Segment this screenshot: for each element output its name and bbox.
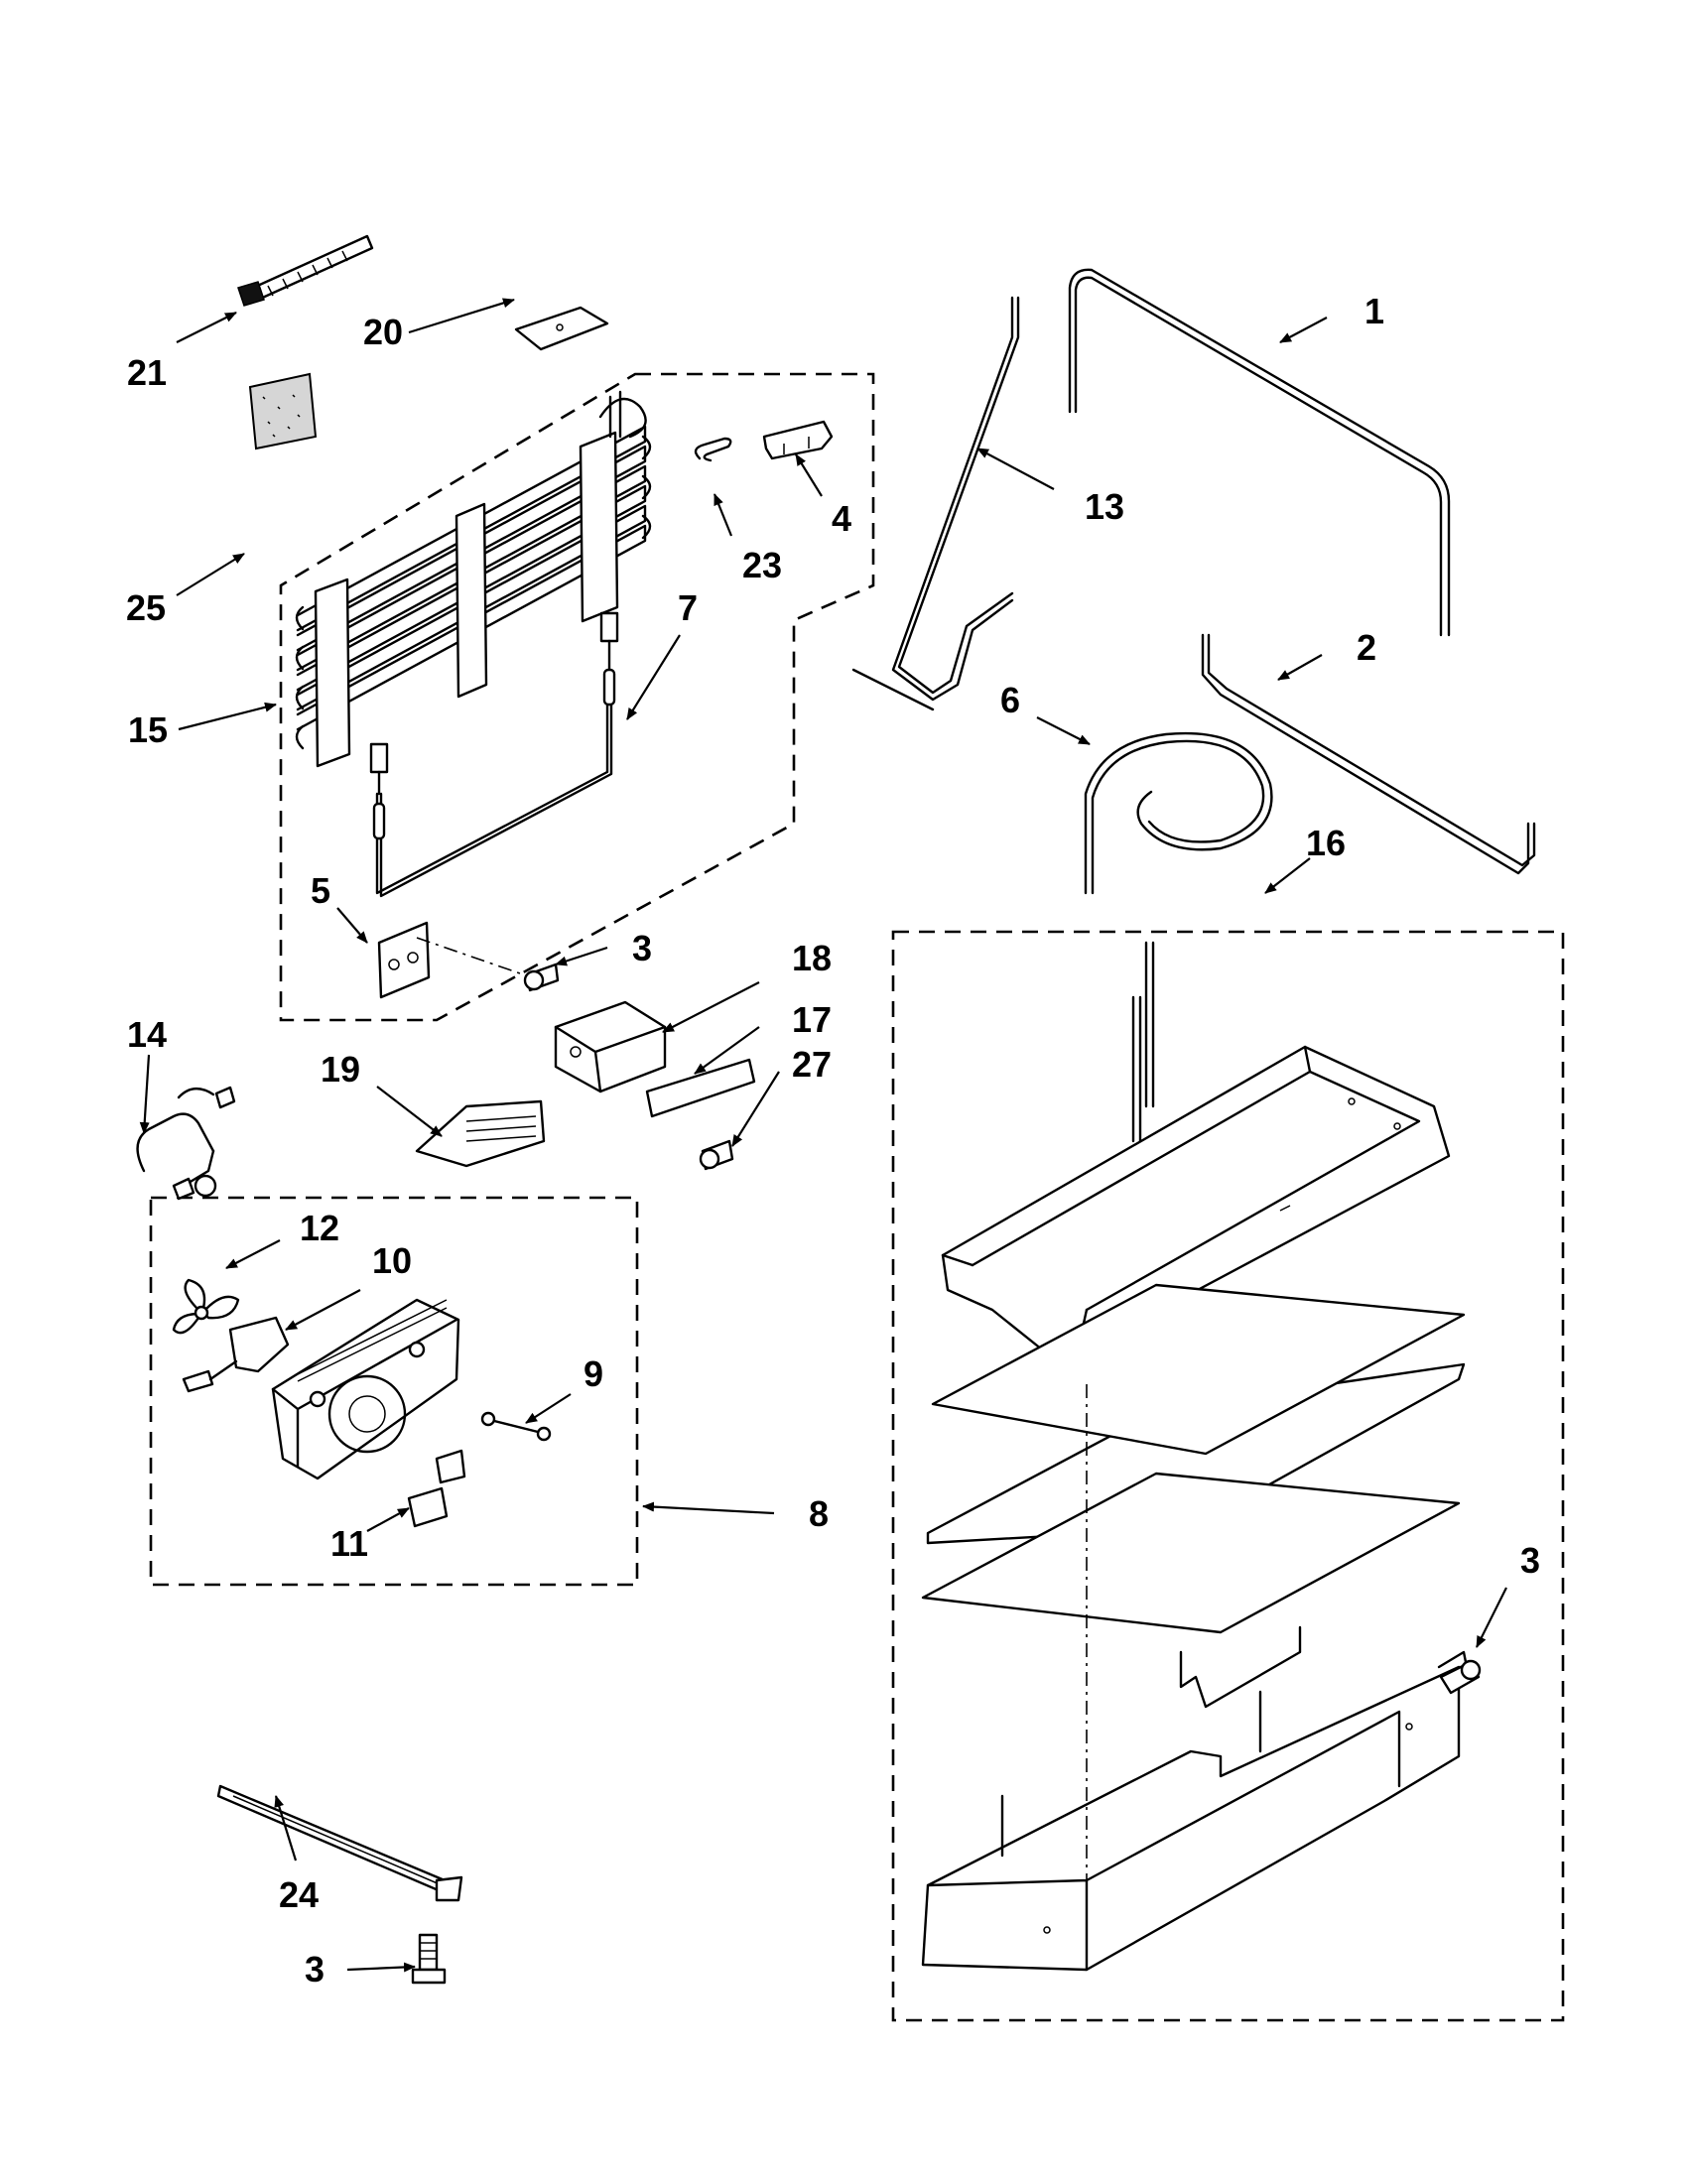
callout-12: 12 — [300, 1208, 339, 1248]
screw-rail-part — [411, 1933, 447, 1985]
fan-bracket-part — [407, 1449, 466, 1528]
callout-1: 1 — [1364, 291, 1384, 331]
callout-7: 7 — [678, 587, 698, 628]
callout-24: 24 — [279, 1874, 319, 1915]
callout-11: 11 — [330, 1523, 368, 1564]
tube-loop-part — [1084, 731, 1273, 895]
callout-18: 18 — [792, 938, 832, 978]
callout-labels: 21 20 25 15 23 4 7 13 1 2 6 16 5 3 18 17… — [126, 291, 1540, 1990]
fan-motor-part — [182, 1316, 290, 1393]
callout-21: 21 — [127, 352, 167, 393]
callout-27: 27 — [792, 1044, 832, 1085]
callout-25: 25 — [126, 587, 166, 628]
tube-part — [1201, 633, 1536, 875]
plate-part — [645, 1058, 756, 1118]
evaporator-coil-part — [295, 390, 652, 768]
fan-grommet-part — [480, 1411, 552, 1442]
fan-blade-part — [172, 1278, 240, 1335]
callout-13: 13 — [1085, 486, 1124, 527]
callout-19: 19 — [321, 1049, 360, 1090]
callout-3-crisper: 3 — [1520, 1540, 1540, 1581]
cover-part — [415, 1099, 546, 1168]
callout-17: 17 — [792, 999, 832, 1040]
leader-arrows — [139, 298, 1507, 1973]
crisper-base-sheet-part — [921, 1472, 1461, 1634]
callout-2: 2 — [1357, 627, 1376, 668]
housing-bracket-part — [554, 1000, 667, 1093]
callout-9: 9 — [584, 1353, 603, 1394]
pad-part — [514, 306, 609, 351]
callout-10: 10 — [372, 1240, 412, 1281]
callout-3-bracket: 3 — [632, 928, 652, 968]
screw-crisper-part — [1439, 1659, 1482, 1695]
heater-bracket-part — [377, 921, 547, 999]
group-box-fan-assembly — [149, 1196, 639, 1587]
crisper-panel-part — [931, 1283, 1466, 1456]
callout-23: 23 — [742, 545, 782, 585]
callout-8: 8 — [809, 1493, 829, 1534]
callout-20: 20 — [363, 312, 403, 352]
clip-part — [694, 437, 732, 462]
callout-3-rail: 3 — [305, 1949, 325, 1990]
callout-15: 15 — [128, 709, 168, 750]
heater-harness-part — [369, 611, 619, 898]
callout-16: 16 — [1306, 823, 1346, 863]
crisper-tray-part — [921, 1625, 1471, 1972]
cable-tie-part — [237, 234, 374, 307]
rail-part — [216, 1784, 463, 1902]
bracket-part — [762, 420, 834, 460]
crisper-rods-part — [1131, 941, 1155, 1143]
callout-6: 6 — [1000, 680, 1020, 720]
group-box-crisper — [891, 930, 1565, 2022]
frame-tube-part — [1068, 268, 1451, 637]
fan-housing-part — [271, 1298, 460, 1480]
screw-part — [523, 963, 560, 992]
wire-harness-part — [136, 1086, 236, 1201]
screw-27-part — [699, 1139, 734, 1171]
group-box-evaporator — [279, 372, 875, 1022]
callout-14: 14 — [127, 1014, 167, 1055]
callout-5: 5 — [311, 870, 330, 911]
filter-pad-part — [248, 372, 318, 450]
callout-4: 4 — [832, 498, 851, 539]
drain-tube-part — [851, 296, 1020, 711]
